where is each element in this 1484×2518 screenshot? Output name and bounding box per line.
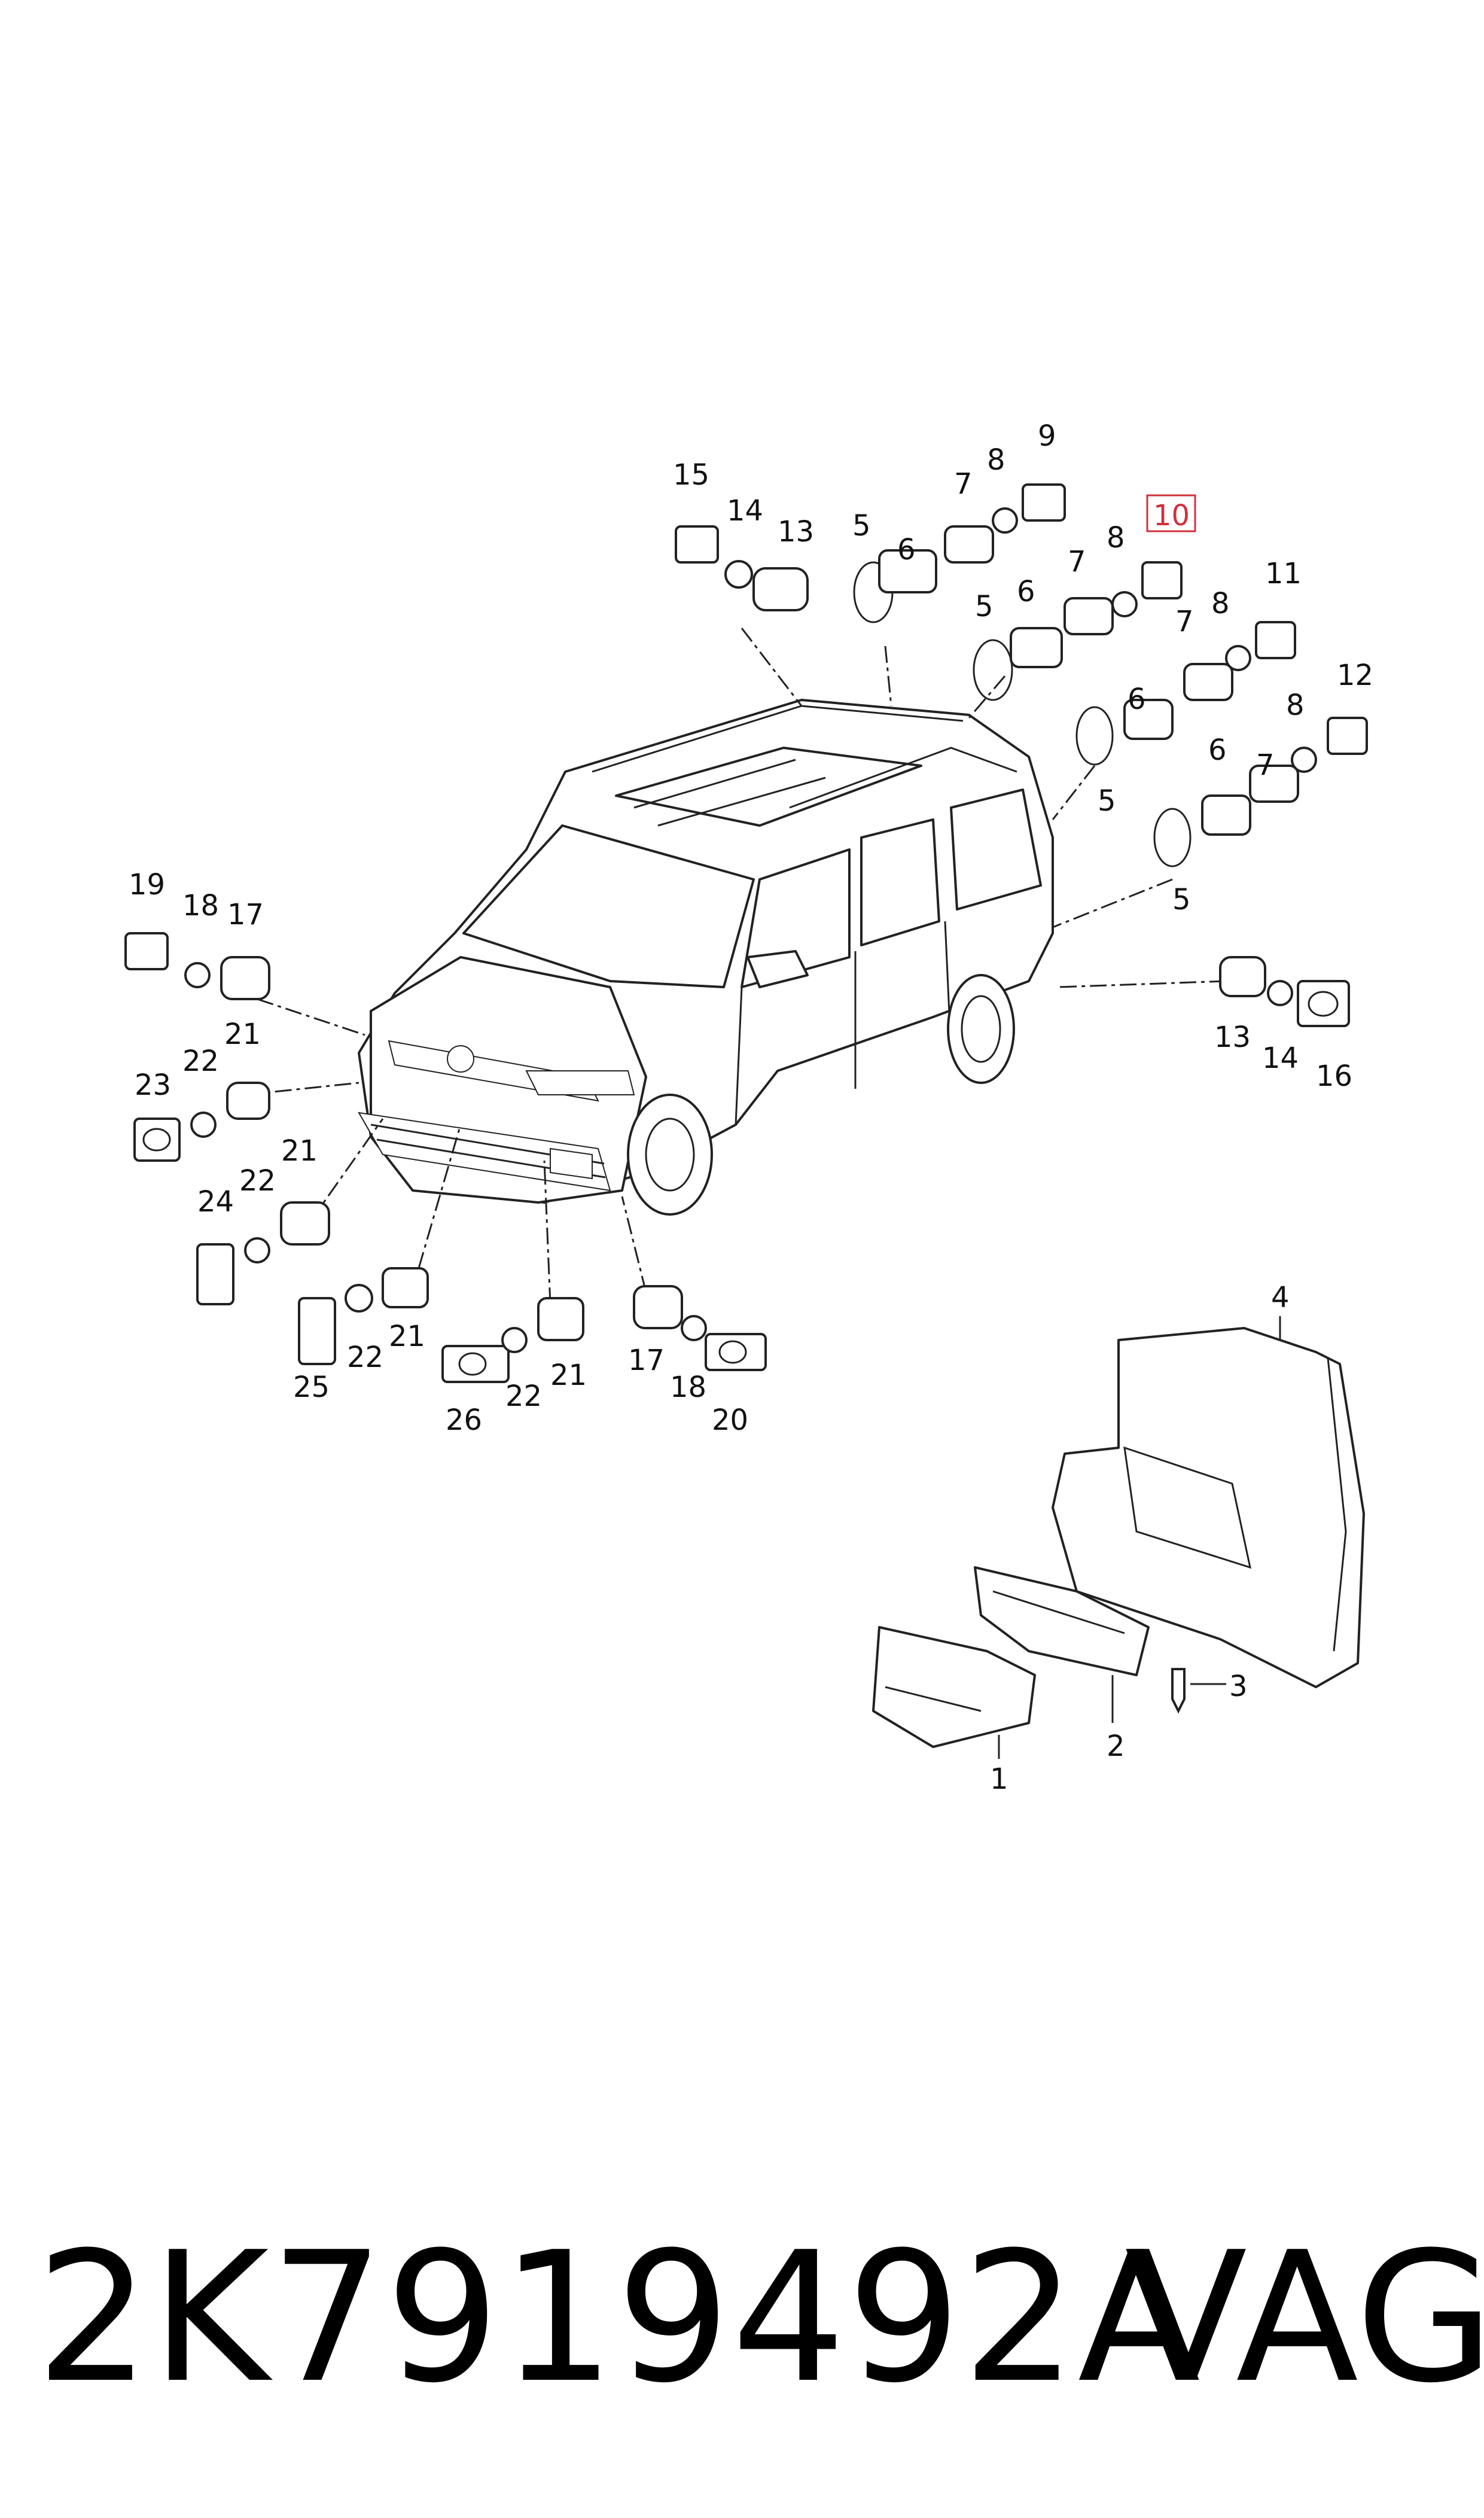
vehicle-illustration: [358, 699, 1054, 1216]
callout-1: 1: [990, 1762, 1008, 1796]
leader-lines: [245, 628, 1227, 1305]
callout-6: 6: [1208, 733, 1227, 767]
callout-9: 9: [1038, 419, 1056, 453]
control-unit-assembly: [872, 1316, 1365, 1759]
callout-12: 12: [1337, 659, 1373, 692]
part-number: 2K7919492A: [36, 2213, 1202, 2422]
callout-23: 23: [135, 1068, 171, 1102]
callout-20: 20: [712, 1403, 748, 1437]
callout-6: 6: [897, 533, 916, 567]
callout-21: 21: [550, 1359, 587, 1392]
callout-22: 22: [239, 1164, 276, 1198]
callout-8: 8: [1107, 521, 1125, 555]
callout-2: 2: [1107, 1730, 1125, 1763]
callout-19: 19: [129, 868, 165, 902]
callout-7: 7: [1256, 748, 1275, 782]
callout-11: 11: [1265, 557, 1302, 590]
callout-26: 26: [446, 1403, 482, 1437]
callout-21: 21: [224, 1018, 261, 1051]
callout-14: 14: [1262, 1042, 1299, 1075]
callout-17: 17: [227, 898, 264, 931]
callout-5: 5: [1098, 784, 1116, 818]
callout-14: 14: [727, 494, 763, 528]
callout-5: 5: [852, 509, 871, 543]
callout-7: 7: [1175, 605, 1194, 638]
footer: 2K7919492A VAG: [0, 2213, 1484, 2453]
callout-10: 10: [1153, 499, 1190, 532]
callout-18: 18: [670, 1371, 706, 1404]
callout-7: 7: [1068, 545, 1086, 578]
callout-13: 13: [778, 515, 814, 549]
callout-7: 7: [954, 467, 973, 501]
callout-10-highlight-box: [1146, 494, 1196, 532]
callout-16: 16: [1316, 1059, 1352, 1093]
callout-21: 21: [389, 1320, 425, 1353]
callout-21: 21: [281, 1134, 318, 1168]
callout-22: 22: [182, 1045, 219, 1078]
callout-8: 8: [1286, 689, 1305, 722]
callout-4: 4: [1271, 1281, 1290, 1314]
callout-5: 5: [975, 590, 994, 623]
callout-13: 13: [1214, 1021, 1251, 1054]
sensor-parts: [124, 483, 1368, 1383]
callout-8: 8: [1211, 587, 1230, 620]
callout-22: 22: [347, 1341, 383, 1374]
callout-6: 6: [1017, 575, 1035, 608]
callout-15: 15: [673, 458, 709, 492]
callout-labels: 1 2 3 4 5 5 5 5 6 6 6 6 7 7 7 7 8 8 8 8 …: [129, 419, 1373, 1796]
brand-label: VAG: [1125, 2213, 1484, 2422]
callout-25: 25: [293, 1371, 330, 1404]
callout-17: 17: [628, 1344, 665, 1377]
callout-8: 8: [987, 443, 1005, 477]
callout-5: 5: [1172, 883, 1191, 917]
callout-3: 3: [1229, 1670, 1248, 1703]
callout-24: 24: [197, 1185, 234, 1219]
callout-6: 6: [1128, 683, 1146, 716]
callout-22: 22: [505, 1380, 542, 1413]
callout-18: 18: [182, 889, 219, 922]
